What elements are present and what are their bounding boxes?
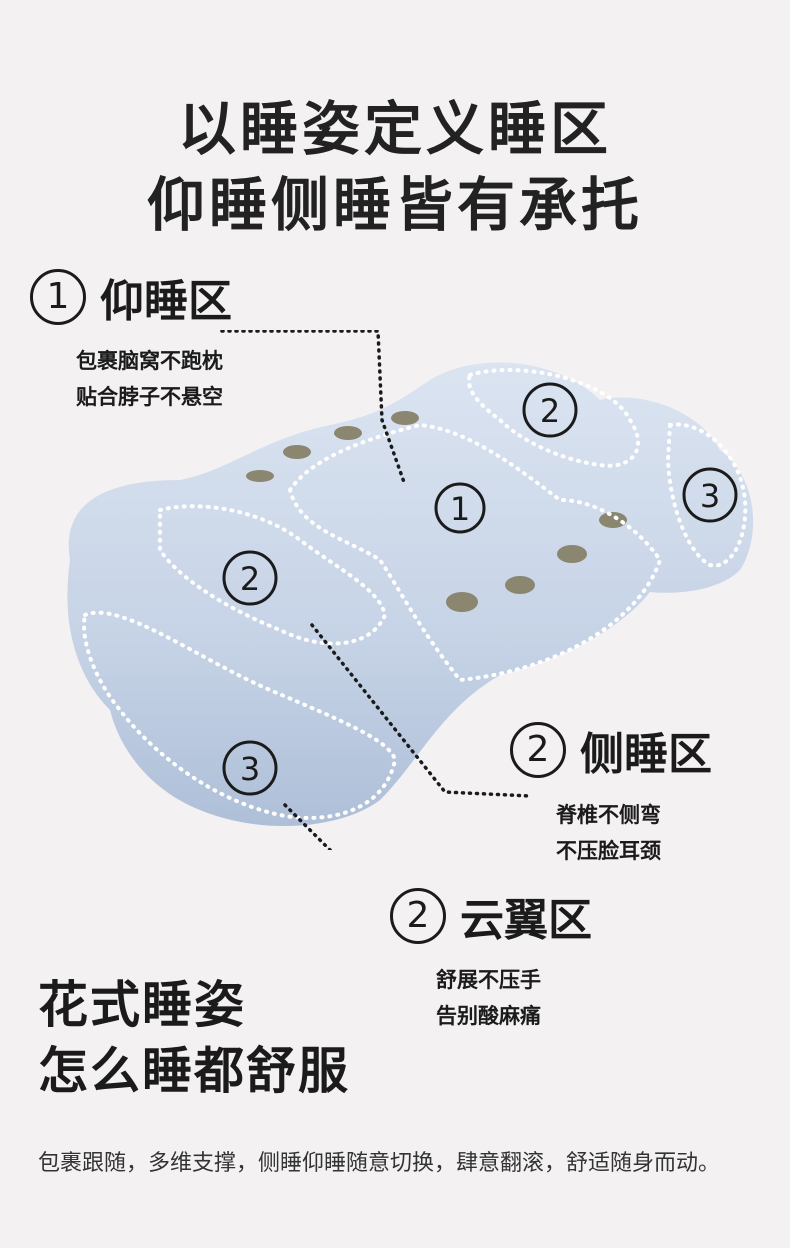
zone-wing-desc: 舒展不压手 告别酸麻痛 [436, 962, 541, 1034]
zone-desc-line1: 包裹脑窝不跑枕 [76, 349, 223, 373]
marker-label: 1 [450, 490, 470, 528]
zone-title: 云翼区 [460, 895, 592, 946]
zone-desc-line2: 不压脸耳颈 [556, 839, 661, 863]
marker-zone-2b: 2 [222, 550, 278, 606]
zone-wing-heading: 2 云翼区 [390, 884, 592, 948]
zone-title: 侧睡区 [580, 729, 712, 780]
pillow-illustration: 1 2 2 3 3 [67, 330, 754, 850]
zone-number-badge: 2 [390, 888, 446, 944]
headline-line2: 仰睡侧睡皆有承托 [146, 171, 643, 239]
zone-supine-desc: 包裹脑窝不跑枕 贴合脖子不悬空 [76, 343, 223, 415]
marker-zone-3a: 3 [682, 467, 738, 523]
marker-zone-2a: 2 [522, 382, 578, 438]
slogan-line2: 怎么睡都舒服 [38, 1042, 350, 1100]
zone-desc-line1: 舒展不压手 [436, 968, 541, 992]
ventilation-holes [246, 411, 627, 612]
marker-zone-1: 1 [434, 482, 486, 534]
marker-zone-3b: 3 [222, 740, 278, 796]
pillow-body [67, 362, 754, 827]
pillow-markers: 1 2 2 3 3 [222, 382, 738, 796]
zone-side-heading: 2 侧睡区 [510, 718, 712, 782]
zone-supine-heading: 1 仰睡区 [30, 265, 232, 329]
headline-line1: 以睡姿定义睡区 [177, 95, 612, 163]
leader-lines [220, 330, 532, 850]
slogan-line1: 花式睡姿 [38, 976, 246, 1034]
zone-desc-line2: 贴合脖子不悬空 [76, 385, 223, 409]
slogan: 花式睡姿 怎么睡都舒服 [38, 972, 350, 1104]
zone-desc-line2: 告别酸麻痛 [436, 1004, 541, 1028]
marker-label: 3 [240, 750, 260, 788]
marker-label: 3 [700, 477, 720, 515]
body-description: 包裹跟随，多维支撑，侧睡仰睡随意切换，肆意翻滚，舒适随身而动。 [38, 1151, 721, 1176]
zone-title: 仰睡区 [100, 276, 232, 327]
zone-number-badge: 1 [30, 269, 86, 325]
zone-desc-line1: 脊椎不侧弯 [556, 803, 661, 827]
zone-outlines [82, 368, 748, 820]
marker-label: 2 [540, 392, 560, 430]
zone-side-desc: 脊椎不侧弯 不压脸耳颈 [556, 797, 661, 869]
marker-label: 2 [240, 560, 260, 598]
zone-number-badge: 2 [510, 722, 566, 778]
